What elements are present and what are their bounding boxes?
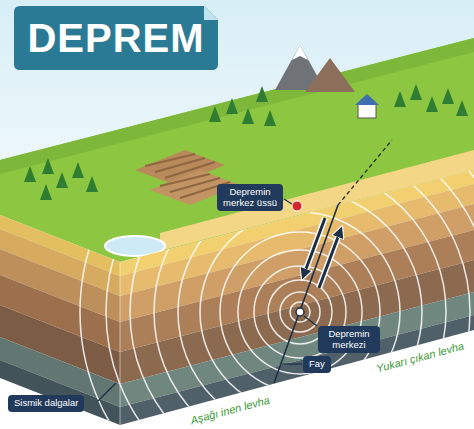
callout-box: Depremin merkezi xyxy=(318,326,380,353)
wave-ring xyxy=(154,166,446,429)
tree xyxy=(456,100,468,116)
tree xyxy=(410,84,422,100)
tree xyxy=(256,86,268,102)
callout-text: Depremin merkezi xyxy=(324,329,374,350)
title-text: DEPREM xyxy=(14,6,218,70)
callout-box: Sismik dalgalar xyxy=(8,395,84,412)
wave-ring xyxy=(238,250,362,374)
slip-arrow-down xyxy=(303,218,325,277)
fault-trace xyxy=(338,140,392,205)
slip-arrow-up xyxy=(319,229,341,288)
wave-ring xyxy=(178,190,422,429)
plate-label: Yukarı çıkan levha xyxy=(375,340,465,375)
title-banner xyxy=(14,6,218,70)
leader-line xyxy=(282,363,302,364)
tree xyxy=(394,91,406,107)
wave-ring xyxy=(200,212,400,412)
slip-arrow-outline xyxy=(319,229,341,288)
tree xyxy=(72,162,84,178)
focus-point xyxy=(296,308,304,316)
slip-arrow-outline xyxy=(303,218,325,277)
tree xyxy=(56,172,68,188)
leader-line xyxy=(304,316,317,326)
tree xyxy=(242,108,254,124)
leader-line xyxy=(284,199,292,204)
banner-fold xyxy=(204,6,218,20)
wave-ring xyxy=(280,292,320,332)
mountain-snow xyxy=(292,45,308,60)
house-roof xyxy=(355,94,379,105)
block-edge xyxy=(120,262,121,425)
tree xyxy=(264,110,276,126)
plate-label: Aşağı inen levha xyxy=(189,394,271,427)
tree xyxy=(24,166,36,182)
callout-text: Depremin merkez üssü xyxy=(223,187,277,208)
tree xyxy=(442,88,454,104)
tree xyxy=(226,98,238,114)
rock-layer xyxy=(120,292,474,407)
rock-layer xyxy=(0,360,120,425)
tree xyxy=(42,158,54,174)
seismic-waves xyxy=(80,92,474,429)
mountain xyxy=(305,58,355,92)
callout-box: Depremin merkez üssü xyxy=(217,184,283,211)
callout-text: Sismik dalgalar xyxy=(14,398,78,409)
fault-line xyxy=(274,205,338,383)
tree xyxy=(40,184,52,200)
wave-ring xyxy=(130,142,470,429)
epicenter-dot xyxy=(292,201,302,211)
tree xyxy=(86,176,98,192)
leader-line xyxy=(98,383,116,401)
house xyxy=(358,104,376,118)
callout-box: Fay xyxy=(303,356,331,373)
wave-ring xyxy=(80,92,474,429)
wave-ring xyxy=(106,118,474,429)
wave-ring xyxy=(220,232,380,392)
tree xyxy=(209,106,221,122)
callout-text: Fay xyxy=(309,359,325,370)
tree xyxy=(426,96,438,112)
